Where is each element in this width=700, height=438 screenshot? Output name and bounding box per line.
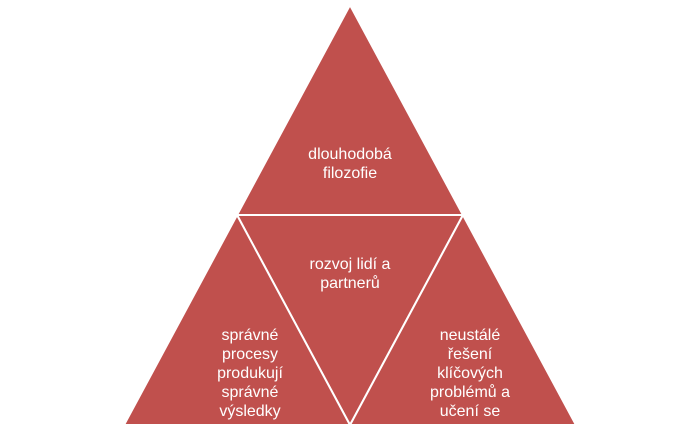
segment-bottom-left-label: správné procesy produkují správné výsled… (160, 326, 340, 421)
segment-bottom-left-line: správné (221, 384, 279, 401)
segment-top-line: filozofie (322, 165, 378, 182)
segment-top-label: dlouhodobá filozofie (250, 145, 450, 183)
segment-bottom-right-line: neustálé (439, 327, 501, 344)
segment-bottom-left-line: výsledky (219, 403, 281, 420)
segment-bottom-right-line: řešení (447, 346, 493, 363)
segment-bottom-right-line: klíčových (437, 365, 503, 382)
triangle-bottom-left (122, 212, 352, 426)
segment-center-line: rozvoj lidí a (309, 256, 391, 273)
segment-center-line: partnerů (320, 275, 380, 292)
segment-top-line: dlouhodobá (308, 146, 392, 163)
segment-bottom-right-line: učení se (439, 403, 501, 420)
segment-bottom-left-line: správné (221, 327, 279, 344)
segment-bottom-right-line: problémů a (429, 384, 511, 401)
segment-bottom-left-line: produkují (217, 365, 283, 382)
triangle-top (235, 2, 465, 216)
segment-center-label: rozvoj lidí a partnerů (250, 255, 450, 293)
segment-bottom-right-label: neustálé řešení klíčových problémů a uče… (380, 326, 560, 421)
triangle-bottom-right (348, 212, 578, 426)
segment-bottom-left-line: procesy (221, 346, 279, 363)
